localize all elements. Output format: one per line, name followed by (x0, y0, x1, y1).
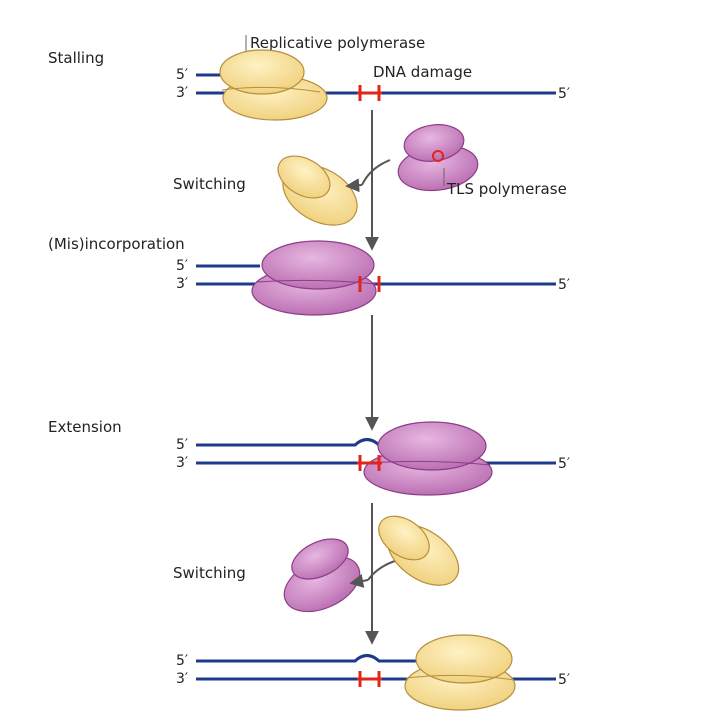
tls-polymerase-incoming (397, 124, 479, 192)
label-misincorporation: (Mis)incorporation (48, 235, 185, 253)
strand-5prime-4: 5′ (176, 437, 188, 453)
strand-5prime-right-4: 5′ (558, 456, 570, 472)
strand-3prime-3: 3′ (176, 276, 188, 292)
tls-polymerase-bound-2 (363, 421, 493, 496)
strand-5prime-right-6: 5′ (558, 672, 570, 688)
label-stalling: Stalling (48, 49, 104, 67)
dna-damage-mark-4 (357, 455, 382, 471)
replicative-polymerase-released (277, 155, 358, 226)
dna-damage-mark-1 (357, 85, 382, 101)
strand-3prime-4: 3′ (176, 455, 188, 471)
label-extension: Extension (48, 418, 122, 436)
label-tls-polymerase: TLS polymerase (446, 180, 567, 198)
replicative-polymerase-1 (219, 49, 328, 121)
arrow-switch-out-1 (361, 159, 391, 186)
replicative-polymerase-returning (378, 515, 460, 586)
label-switching-2: Switching (173, 564, 246, 582)
tls-polymerase-bound-1 (251, 240, 377, 316)
dna-primer-strand-6 (196, 654, 425, 663)
strand-5prime-right-1: 5′ (558, 86, 570, 102)
arrow-switch-out-1-head (345, 178, 363, 193)
strand-5prime-1: 5′ (176, 67, 188, 83)
dna-primer-strand-4 (196, 438, 395, 447)
label-dna-damage: DNA damage (373, 63, 472, 81)
strand-3prime-6: 3′ (176, 671, 188, 687)
replicative-polymerase-2 (404, 634, 516, 711)
label-switching-1: Switching (173, 175, 246, 193)
strand-5prime-6: 5′ (176, 653, 188, 669)
strand-5prime-3: 5′ (176, 258, 188, 274)
dna-damage-mark-3 (358, 276, 381, 292)
label-replicative-polymerase: Replicative polymerase (250, 34, 425, 52)
strand-3prime-1: 3′ (176, 85, 188, 101)
dna-damage-mark-6 (357, 671, 382, 687)
tls-polymerase-released (283, 538, 361, 613)
arrow-switch-out-2-head (349, 574, 369, 588)
strand-5prime-right-3: 5′ (558, 277, 570, 293)
